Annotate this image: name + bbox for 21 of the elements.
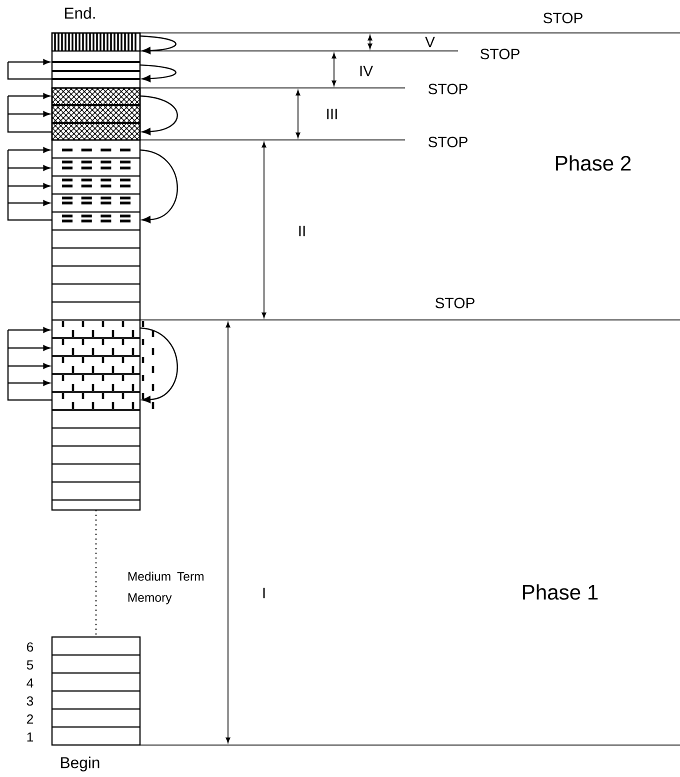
text-label: 3	[26, 696, 34, 706]
text-label: Begin	[61, 756, 100, 772]
text-label: STOP	[544, 12, 582, 24]
text-label: I	[263, 588, 265, 598]
text-label: III	[327, 108, 337, 120]
text-label: STOP	[436, 298, 474, 308]
text-label: 4	[26, 678, 34, 688]
text-label: V	[425, 36, 435, 48]
text-label: 6	[27, 642, 34, 652]
text-label: IV	[360, 66, 373, 76]
text-label: STOP	[428, 136, 468, 148]
text-label: STOP	[480, 48, 520, 60]
text-label: Medium Term Memory	[128, 572, 204, 604]
text-label: Phase 2	[556, 155, 631, 171]
text-label: 2	[27, 714, 33, 724]
text-label: End.	[65, 7, 95, 19]
text-label: STOP	[428, 84, 468, 94]
text-label: 5	[26, 660, 34, 670]
text-label: II	[299, 226, 305, 236]
text-label: 1	[27, 732, 34, 742]
text-label: Phase 1	[523, 584, 598, 600]
